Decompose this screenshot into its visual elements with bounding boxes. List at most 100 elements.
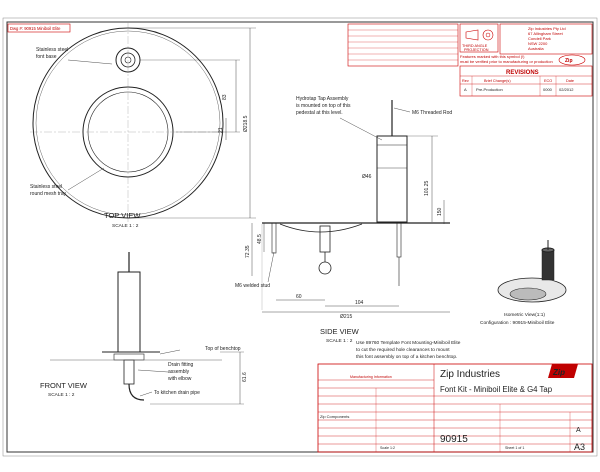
front-elbow xyxy=(128,383,145,401)
rev-row-change: Pre-Production xyxy=(476,87,503,92)
callout-mesh-tray-l2: round mesh tray xyxy=(30,191,67,197)
leader-drain-pipe xyxy=(139,391,153,397)
dim-dia218: Ø218.5 xyxy=(243,115,249,132)
company-logo xyxy=(558,54,586,66)
dim-dia46: Ø46 xyxy=(362,174,372,180)
address-l4: NSW 2200 xyxy=(528,41,548,46)
callout-tap-l1: Hydrotap Tap Assembly xyxy=(296,96,349,102)
note-line1: Features marked with this symbol (!) xyxy=(460,54,525,59)
iso-mesh xyxy=(509,287,547,301)
callout-font-base: Stainless steel font base xyxy=(36,47,70,60)
company-info-block xyxy=(499,23,593,55)
title-company: Zip Industries xyxy=(440,369,500,380)
callout-font-base-l2: font base xyxy=(36,54,57,60)
template-note-l2: to cut the required hole clearances to m… xyxy=(356,347,450,353)
callout-drain-l1: Drain fitting xyxy=(168,362,194,368)
template-note-l3: this font assembly on top of a kitchen b… xyxy=(356,354,457,360)
title-sheet: Sheet 1 of 1 xyxy=(505,446,524,450)
iso-pedestal xyxy=(541,249,555,281)
company-logo-text: Zip xyxy=(565,58,573,64)
tray-profile xyxy=(279,223,363,233)
leader-threaded-rod xyxy=(393,107,411,113)
title-logo-text: Zip xyxy=(552,368,565,377)
title-size: A3 xyxy=(574,442,585,452)
sheet-outer-border xyxy=(2,17,598,457)
welded-stud xyxy=(271,222,277,254)
callout-drain-fitting: Drain fitting assembly with elbow xyxy=(168,362,195,382)
projection-line2: PROJECTION xyxy=(464,48,489,52)
dim-83: 83 xyxy=(222,94,228,100)
leader-tap-assembly xyxy=(339,117,383,141)
callout-drain-l3: with elbow xyxy=(168,376,192,382)
dim-616: 61.6 xyxy=(242,372,248,382)
front-view-scale: SCALE 1 : 2 xyxy=(48,392,75,398)
dim-72: 72.35 xyxy=(245,245,251,258)
title-logo xyxy=(548,364,578,378)
rev-col-change: Brief Change(s) xyxy=(484,79,511,83)
rev-row-date: 02/2012 xyxy=(559,87,574,92)
dim-101: 101.25 xyxy=(424,180,430,196)
callout-mesh-tray: Stainless steel round mesh tray xyxy=(30,184,67,197)
dim-21: 21 xyxy=(218,127,224,133)
top-view-title: TOP VIEW xyxy=(104,211,141,220)
projection-symbol xyxy=(459,23,499,53)
callout-drain-l2: assembly xyxy=(168,369,190,375)
title-part-no: 90915 xyxy=(440,434,468,445)
leader-mesh-tray xyxy=(67,167,105,191)
address-l5: Australia xyxy=(528,46,544,51)
leader-drain-fitting xyxy=(137,369,169,373)
iso-view-config: Configuration : 90915-Miniboil Elite xyxy=(480,320,555,326)
dim-48: 48.5 xyxy=(257,234,263,244)
top-view xyxy=(30,22,256,222)
rev-row-rev: A xyxy=(464,87,467,92)
rev-row-eco: 0000 xyxy=(543,87,553,92)
dim-60: 60 xyxy=(296,294,302,300)
dim-150: 150 xyxy=(437,207,443,216)
callout-tap-l2: is mounted on top of this xyxy=(296,103,351,109)
title-scale: Scale 1:2 xyxy=(380,446,395,450)
front-pedestal xyxy=(117,271,141,353)
leader-welded-stud xyxy=(267,251,275,283)
revisions-title: REVISIONS xyxy=(506,70,539,76)
callout-drain-pipe: To kitchen drain pipe xyxy=(154,390,200,396)
template-note: Use 89760 Template Font Mounting-Miniboi… xyxy=(356,340,462,360)
side-view xyxy=(251,100,450,313)
drain-elbow xyxy=(318,261,332,275)
projection-line1: THIRD ANGLE xyxy=(462,44,488,48)
pedestal xyxy=(376,135,408,223)
front-view xyxy=(50,252,244,405)
address-l1: Zip Industries Pty Ltd xyxy=(528,26,566,31)
rev-col-date: Date xyxy=(566,79,574,83)
callout-font-base-l1: Stainless steel xyxy=(36,47,68,53)
leader-benchtop xyxy=(159,349,181,355)
title-subtitle: Zip Components xyxy=(320,414,349,419)
address-l3: Condell Park xyxy=(528,36,551,41)
title-rev: A xyxy=(576,427,581,434)
dim-dia215: Ø215 xyxy=(340,314,352,320)
iso-view-title: Isometric View(1:1) xyxy=(504,312,545,318)
callout-mesh-tray-l1: Stainless steel xyxy=(30,184,62,190)
rev-col-rev: Rev xyxy=(462,79,469,83)
note-line2: must be verified prior to manufacturing … xyxy=(460,59,553,64)
material-notes-block xyxy=(347,23,459,67)
side-view-title: SIDE VIEW xyxy=(320,327,360,336)
dim-104: 104 xyxy=(355,300,364,306)
callout-welded-stud: M6 welded stud xyxy=(235,283,270,289)
title-block-section: Manufacturing Information xyxy=(350,375,392,379)
front-drain xyxy=(123,359,135,385)
template-note-l1: Use 89760 Template Font Mounting-Miniboi… xyxy=(356,340,461,346)
front-view-title: FRONT VIEW xyxy=(40,381,88,390)
title-block xyxy=(317,363,593,453)
callout-tap-l3: pedestal at this level. xyxy=(296,110,343,116)
top-view-scale: SCALE 1 : 2 xyxy=(112,223,139,229)
address-l2: 67 Allingham Street xyxy=(528,31,564,36)
leader-font-base xyxy=(67,59,113,65)
callout-benchtop: Top of benchtop xyxy=(205,346,241,352)
isometric-view xyxy=(497,240,567,303)
callout-tap-assembly: Hydrotap Tap Assembly is mounted on top … xyxy=(296,96,352,116)
sheet-border xyxy=(6,21,594,453)
rev-col-eco: ECO xyxy=(544,79,552,83)
callout-threaded-rod: M6 Threaded Rod xyxy=(412,110,452,116)
title-drawing-name: Font Kit - Miniboil Elite & G4 Tap xyxy=(440,385,553,394)
